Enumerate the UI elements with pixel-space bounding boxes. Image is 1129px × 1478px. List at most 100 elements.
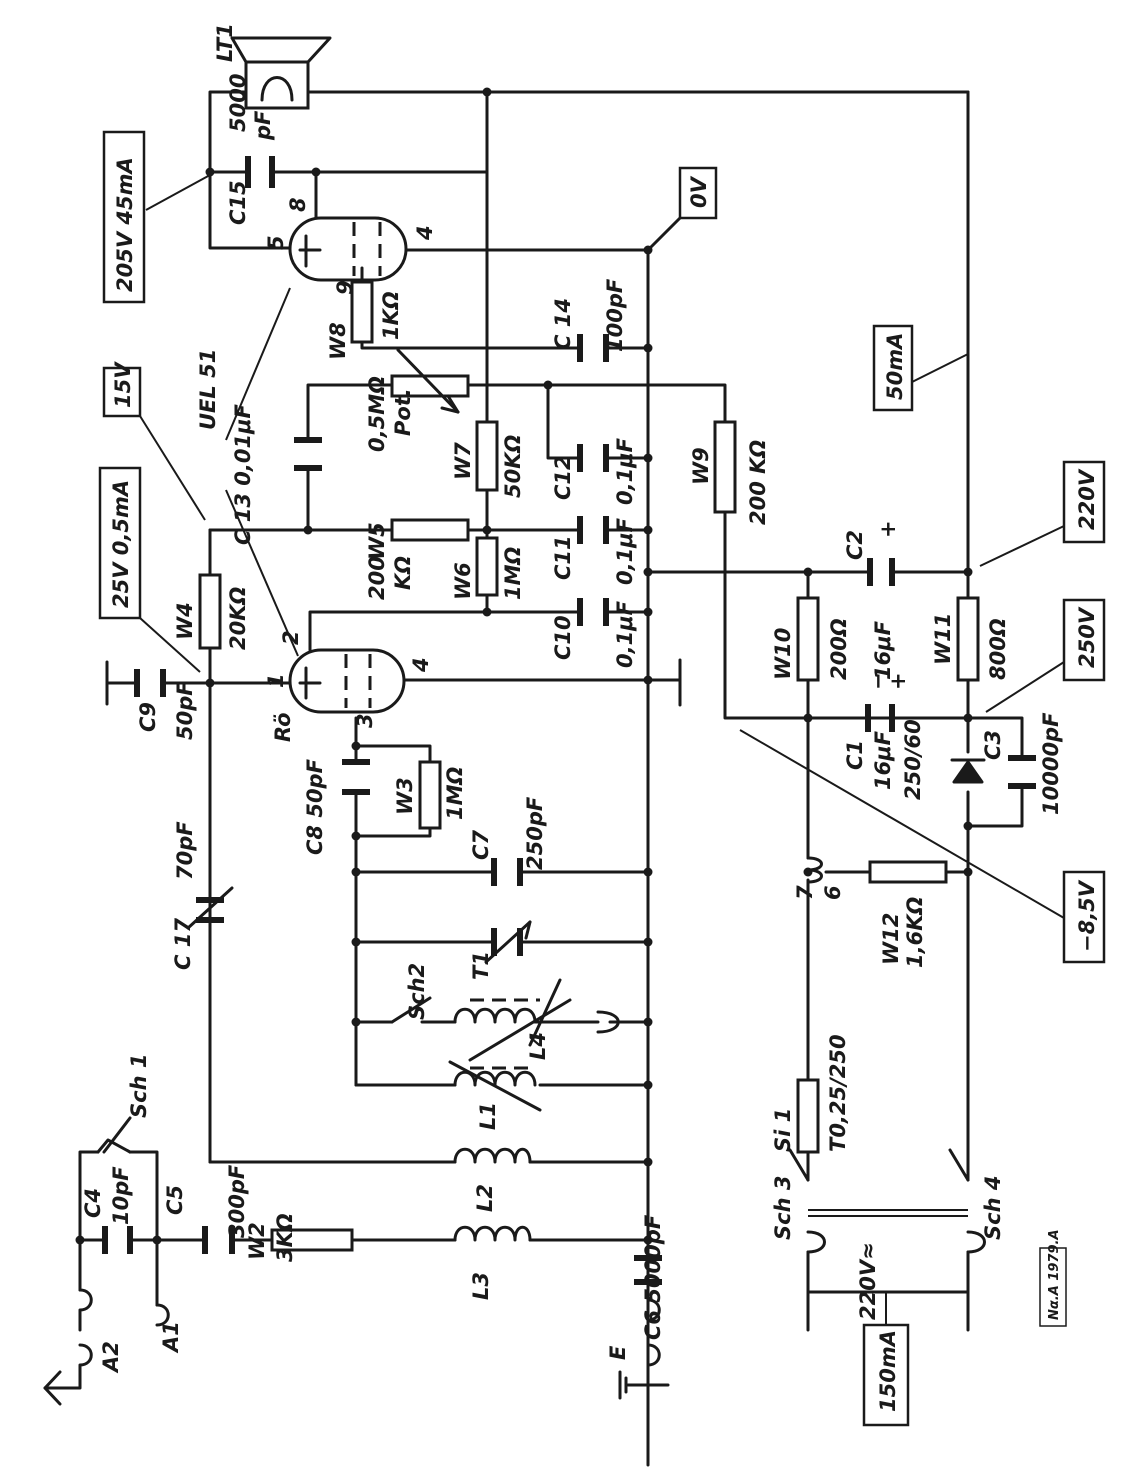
sch3-label: Sch 3 <box>771 1176 795 1240</box>
c2-minus: − <box>866 672 890 690</box>
box-neg85v: −8,5V <box>1075 879 1099 952</box>
lt1-label: LT1 <box>213 23 237 62</box>
w6-value: 1MΩ <box>501 546 525 600</box>
c4-name: C4 <box>81 1188 105 1218</box>
c4-value: 10pF <box>109 1166 133 1225</box>
sch1-label: Sch 1 <box>127 1054 151 1118</box>
tube-ro-label: Rö <box>271 712 295 742</box>
c15-value-a: 5000 <box>226 74 250 132</box>
w4-value: 20KΩ <box>226 587 250 650</box>
c3-name: C3 <box>981 730 1005 760</box>
w6-name: W6 <box>451 562 475 600</box>
c3-value: 10000pF <box>1039 712 1063 815</box>
w5-value-b: KΩ <box>391 556 415 590</box>
wiring <box>78 90 1024 1467</box>
c11-name: C11 <box>551 535 575 580</box>
box-220v: 220V <box>1075 468 1099 530</box>
c14-value: 100pF <box>603 278 627 352</box>
c1-value-a: 16μF <box>871 730 895 790</box>
c14-name: C 14 <box>551 298 575 350</box>
a2-label: A2 <box>99 1341 123 1374</box>
w12-value: 1,6KΩ <box>903 897 927 968</box>
w5-name: W5 <box>365 522 389 560</box>
w7-value: 50KΩ <box>501 435 525 498</box>
c8-label: C8 50pF <box>303 758 327 855</box>
w7-name: W7 <box>451 442 475 480</box>
sch4-label: Sch 4 <box>981 1176 1005 1240</box>
tube-lo-pin4: 4 <box>409 657 433 673</box>
c9-name: C9 <box>136 702 160 732</box>
c7-name: C7 <box>469 830 493 860</box>
c2-name: C2 <box>843 530 867 560</box>
l1-label: L1 <box>476 1102 500 1130</box>
box-0v: 0V <box>687 175 711 208</box>
capacitor-c15: C15 5000 pF <box>226 74 275 225</box>
coils: L4 L1 L2 L3 7 6 <box>448 856 845 1300</box>
resistors: W8 1KΩ 0,5MΩ Pot. W7 50KΩ W9 200 KΩ W5 2… <box>173 280 1010 1262</box>
speaker-lt1: LT1 <box>213 23 332 110</box>
si1-value: T0,25/250 <box>826 1034 850 1152</box>
w3-name: W3 <box>393 777 417 815</box>
si1-name: Si 1 <box>771 1108 795 1152</box>
c1-plus: + <box>886 672 910 690</box>
box-25v: 25V 0,5mA <box>109 480 133 608</box>
c12-value: 0,1μF <box>613 437 637 505</box>
pin-7: 7 <box>793 885 817 900</box>
c15-value-b: pF <box>251 110 275 141</box>
c17-value: 70pF <box>173 821 197 880</box>
c13-label: C 13 0,01μF <box>231 403 255 545</box>
w11-value: 800Ω <box>986 618 1010 680</box>
w12-name: W12 <box>879 913 903 965</box>
w8-name: W8 <box>326 322 350 360</box>
reference-tag: Nα.A 1979.A <box>1047 1229 1062 1320</box>
l2-label: L2 <box>473 1184 497 1212</box>
pot-label: Pot. <box>391 388 415 436</box>
c5-value: 300pF <box>225 1164 249 1238</box>
tube-lo-pin3: 3 <box>353 713 377 728</box>
w8-value: 1KΩ <box>379 291 403 340</box>
w2-value: 3KΩ <box>273 1213 297 1262</box>
tube-upper: 5 8 4 9 <box>264 197 437 295</box>
box-150ma: 150mA <box>876 1330 900 1412</box>
c5-name: C5 <box>163 1185 187 1215</box>
box-205v: 205V 45mA <box>113 157 137 292</box>
box-250v: 250V <box>1075 606 1099 668</box>
w11-name: W11 <box>931 613 955 665</box>
l4-label: L4 <box>526 1032 550 1060</box>
c9-value: 50pF <box>173 681 197 740</box>
box-15v: 15V <box>111 361 135 408</box>
tube-up-pin5: 5 <box>264 235 288 250</box>
c10-value: 0,1μF <box>613 600 637 668</box>
capacitors: C 14 100pF C 13 0,01μF C12 0,1μF C11 0,1… <box>81 278 1063 1340</box>
c12-name: C12 <box>551 455 575 500</box>
w10-value: 200Ω <box>827 618 851 680</box>
sch2-label: Sch2 <box>405 963 429 1020</box>
w9-name: W9 <box>689 447 713 485</box>
box-50ma: 50mA <box>883 333 907 400</box>
w5-value-a: 200 <box>365 556 389 600</box>
c15-name: C15 <box>226 180 250 225</box>
pin-6: 6 <box>821 885 845 900</box>
w2-name: W2 <box>245 1222 269 1260</box>
a1-label: A1 <box>159 1321 183 1354</box>
rectifier-diode <box>950 758 986 784</box>
c7-value: 250pF <box>523 796 547 870</box>
tube-lower: 1 2 3 4 Rö <box>264 630 433 742</box>
boxed-labels: 205V 45mA 0V 15V 25V 0,5mA 50mA 220V 250… <box>98 130 1106 1427</box>
c2-plus: + <box>876 520 900 538</box>
junction-dots <box>75 87 973 1245</box>
e-label: E <box>606 1345 630 1360</box>
pot-value: 0,5MΩ <box>365 376 389 452</box>
w10-name: W10 <box>771 628 795 680</box>
l3-label: L3 <box>469 1272 493 1300</box>
tube-name: UEL 51 <box>196 349 220 430</box>
c1-name: C1 <box>843 740 867 770</box>
c2-value: 16μF <box>871 620 895 680</box>
antenna-earth: A2 A1 E <box>43 1288 670 1406</box>
tube-up-pin4: 4 <box>413 225 437 241</box>
switches: Sch2 Sch 1 Sch 3 Sch 4 220V≈ <box>96 963 1005 1320</box>
c10-name: C10 <box>551 615 575 660</box>
tube-label: UEL 51 <box>196 287 299 657</box>
c1-value-b: 250/60 <box>901 719 925 800</box>
